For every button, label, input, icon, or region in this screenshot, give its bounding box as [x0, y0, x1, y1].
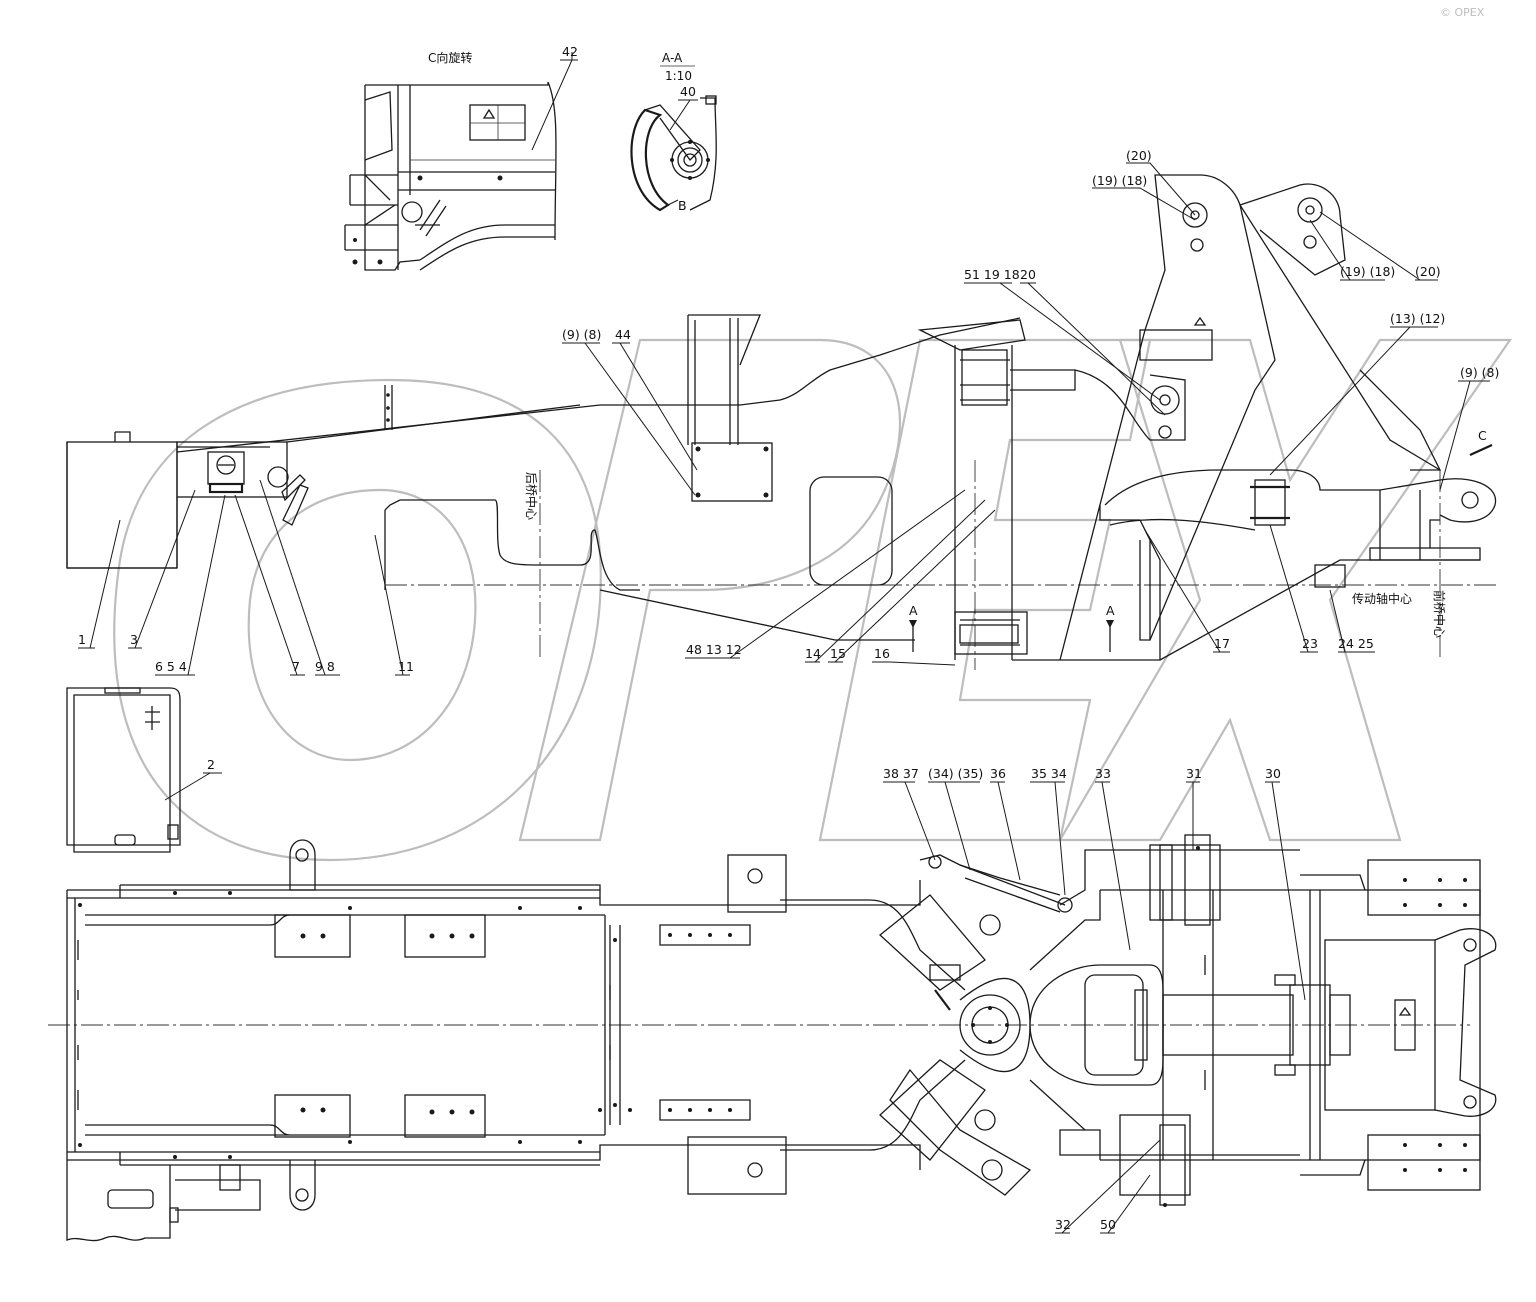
callout-9-8-paren-front: (9) (8) [1460, 365, 1499, 380]
callout-50: 50 [1100, 1217, 1116, 1232]
section-arrow-a-right: A [1106, 603, 1115, 618]
section-aa-title: A-A [662, 51, 683, 65]
callout-3: 3 [130, 632, 138, 647]
callout-20-side: 20 [1020, 267, 1036, 282]
callout-23: 23 [1302, 636, 1318, 651]
watermark: © OPEX [113, 6, 1513, 862]
callout-42: 42 [562, 44, 578, 59]
section-arrow-c: C [1478, 428, 1487, 443]
callout-13-12-paren: (13) (12) [1390, 311, 1445, 326]
callout-34-35-paren: (34) (35) [928, 766, 983, 781]
callout-17: 17 [1214, 636, 1230, 651]
drive-shaft-center-label: 传动轴中心 [1352, 591, 1412, 606]
front-axle-center-label: 前桥中心 [1432, 590, 1447, 638]
callout-14: 14 [805, 646, 821, 661]
section-aa-scale: 1:10 [665, 69, 692, 83]
callout-1: 1 [78, 632, 86, 647]
callout-6-5-4: 6 5 4 [155, 659, 187, 674]
callout-11: 11 [398, 659, 414, 674]
callout-9-8: 9 8 [315, 659, 335, 674]
callout-51-19-18: 51 19 18 [964, 267, 1020, 282]
plan-view: 2 [48, 687, 1497, 1242]
side-elevation-view: A A C 后桥中心 传动轴中心 前桥中心 1 3 6 5 4 7 9 8 11… [66, 148, 1500, 676]
callout-16: 16 [874, 646, 890, 661]
c-rotated-view-title: C向旋转 [428, 50, 472, 65]
rail-bolts [78, 891, 632, 1159]
callout-44: 44 [615, 327, 631, 342]
callout-40: 40 [680, 84, 696, 99]
callout-31: 31 [1186, 766, 1202, 781]
callout-19-18-paren-right: (19) (18) [1340, 264, 1395, 279]
callout-19-18-paren-left: (19) (18) [1092, 173, 1147, 188]
callout-38-37: 38 37 [883, 766, 919, 781]
watermark-corner-text: © OPEX [1440, 6, 1485, 19]
rear-axle-center-label: 后桥中心 [524, 472, 539, 520]
callout-b: B [678, 198, 687, 213]
callout-48-13-12: 48 13 12 [686, 642, 742, 657]
callout-7: 7 [292, 659, 300, 674]
callout-30: 30 [1265, 766, 1281, 781]
callout-20-paren-top: (20) [1126, 148, 1152, 163]
section-aa-view: A-A 1:10 40 B [630, 51, 717, 213]
callout-36: 36 [990, 766, 1006, 781]
section-arrow-a-left: A [909, 603, 918, 618]
callout-35-34: 35 34 [1031, 766, 1067, 781]
c-rotated-view: C向旋转 42 [344, 44, 578, 271]
callout-20-paren-right: (20) [1415, 264, 1441, 279]
callout-33: 33 [1095, 766, 1111, 781]
callout-2: 2 [207, 757, 215, 772]
callout-15: 15 [830, 646, 846, 661]
callout-24-25: 24 25 [1338, 636, 1374, 651]
callout-32: 32 [1055, 1217, 1071, 1232]
callout-9-8-paren-rear: (9) (8) [562, 327, 601, 342]
